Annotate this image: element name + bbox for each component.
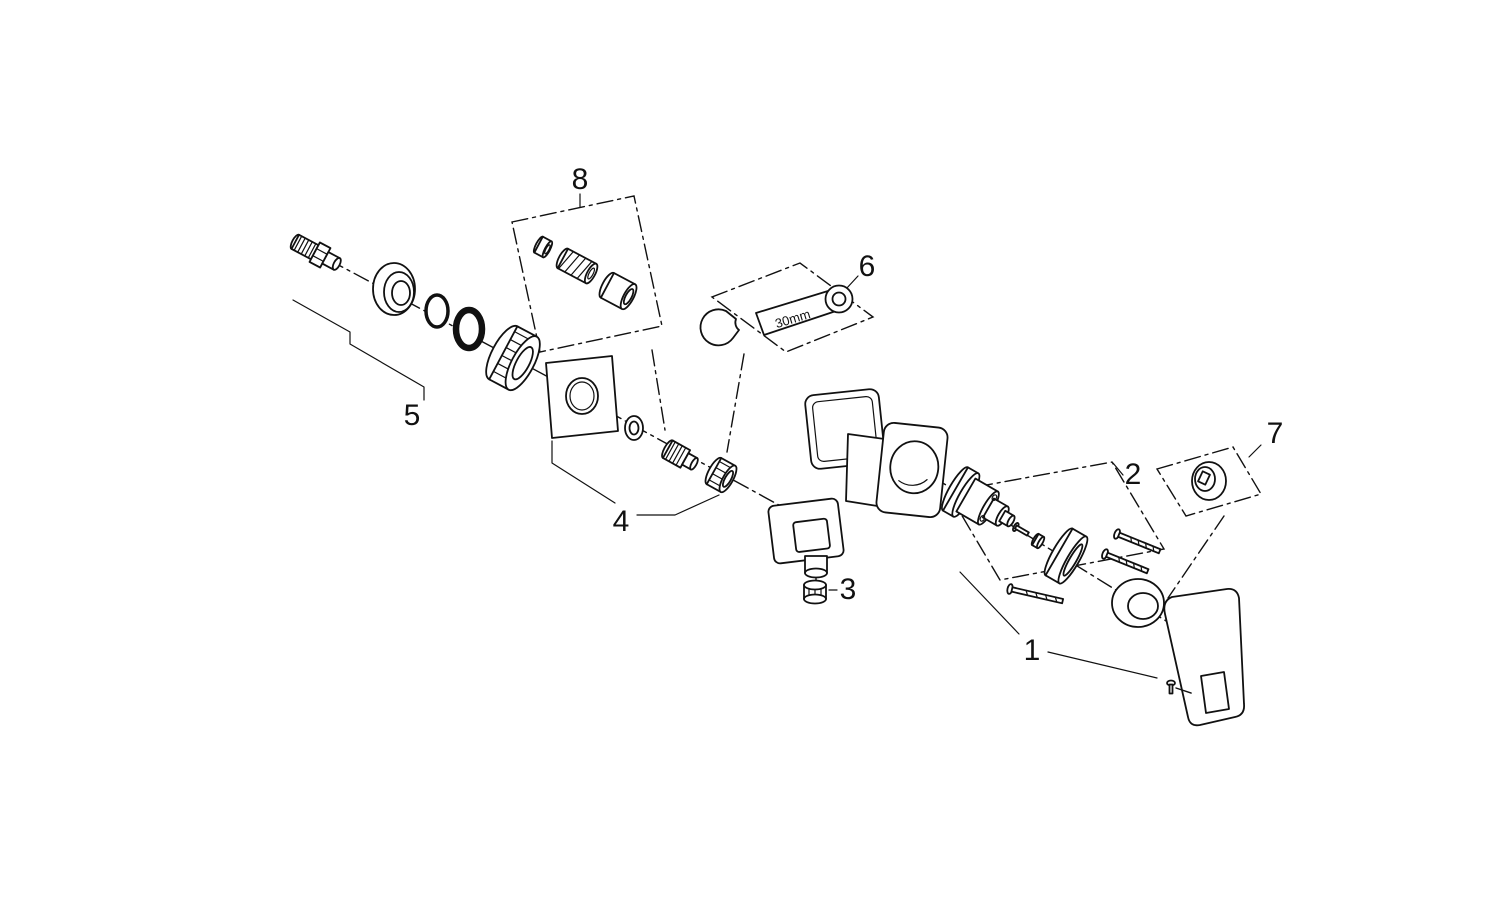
coupling-set [545,355,738,516]
wrench-open-end [699,308,740,347]
leader-line-4a [551,440,616,504]
lever-handle-window [1200,671,1230,714]
check-valve-kit [532,193,638,311]
union-nut [485,324,541,392]
o-ring-thick [452,306,486,352]
cartridge-screw-small [1012,522,1030,537]
handle-assembly [959,571,1245,727]
cartridge-ring-nut [1043,527,1089,585]
fixing-screw-1 [1113,528,1162,555]
fixing-screw-2 [1101,548,1150,575]
check-valve-nut [532,235,554,259]
callout-5: 5 [404,399,421,432]
centerline-wrench-drop [726,353,745,453]
cartridge-assembly [941,462,1162,605]
round-escutcheon [372,262,416,316]
s-union-set [289,233,541,401]
callout-8: 8 [572,163,589,196]
cap-kit-box [1155,446,1263,517]
plug-screw [803,579,838,605]
wrench-kit-box [710,262,875,353]
check-valve-cap [598,271,638,311]
callouts: 8 6 5 4 3 2 7 1 [404,163,1284,667]
leader-line-2 [1112,462,1124,476]
cartridge-nut-small [1030,532,1046,550]
fixing-screw-3 [1006,583,1065,605]
cartridge-kit-bracket [946,461,1166,581]
callout-6: 6 [859,250,876,283]
check-valve-insert [555,247,599,285]
callout-1: 1 [1024,634,1041,667]
cap-part [1191,444,1262,501]
mixer-body [767,388,949,579]
callout-7: 7 [1267,417,1284,450]
leader-line-6 [845,275,859,290]
cartridge [941,466,1016,528]
shower-outlet-block [767,497,845,565]
centerline-cap-drop [1167,515,1225,599]
check-valve-kit-box [511,195,663,353]
leader-line-7 [1248,444,1262,458]
handle-screw-drop [1175,687,1195,695]
handle-set-screw [1166,679,1176,695]
ribbed-adapter [661,439,699,471]
callout-3: 3 [840,573,857,606]
centerline-checkvalve-drop [651,349,666,431]
body-head [875,421,949,519]
threaded-nipple [289,233,342,271]
o-ring-thin [424,293,450,329]
leader-line-1b [1047,651,1158,679]
leader-line-4b [636,494,720,516]
callout-2: 2 [1125,458,1142,491]
leader-line-1a [959,571,1020,635]
outlet-nipple [804,555,828,579]
service-wrench: 30mm [699,275,859,347]
leader-line-5 [292,299,425,401]
flat-washer [624,415,644,441]
coupling-nut [704,456,738,494]
callout-4: 4 [613,505,630,538]
